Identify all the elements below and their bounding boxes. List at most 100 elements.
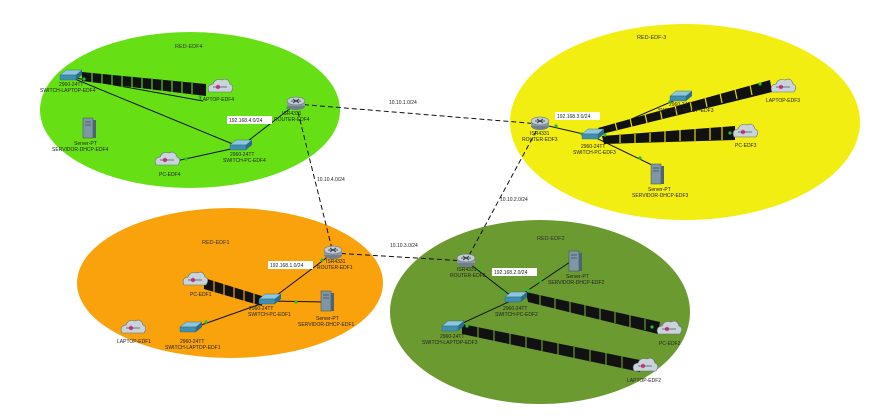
server-model: Server-PT xyxy=(74,141,97,147)
network-area-edf3[interactable] xyxy=(510,24,860,220)
switch-icon xyxy=(229,139,253,151)
cloud-icon xyxy=(154,151,181,166)
wan-link-edf4-edf3[interactable] xyxy=(295,103,541,125)
cloud-laptop-edf4[interactable]: LAPTOP-EDF4 xyxy=(200,78,234,103)
wan-label-edf3-edf2: 10.10.2.0/24 xyxy=(500,197,528,203)
router-edf3[interactable]: ISR4331 ROUTER-EDF3 xyxy=(522,116,558,143)
router-model: ISR4331 xyxy=(282,111,302,117)
router-model: ISR4331 xyxy=(326,259,346,265)
network-label-edf3: RED-EDF-3 xyxy=(637,35,666,41)
cloud-icon xyxy=(632,357,659,372)
network-area-edf4[interactable] xyxy=(40,32,340,188)
cloud-laptop-edf1[interactable]: LAPTOP-EDF1 xyxy=(117,319,151,345)
switch-pc-edf2[interactable]: 2960-24TT SWITCH-PC-EDF2 xyxy=(495,291,538,318)
cloud-name: LAPTOP-EDF4 xyxy=(200,97,234,103)
switch-name: SWITCH-PC-EDF3 xyxy=(573,150,616,156)
cloud-pc-edf3[interactable]: PC-EDF3 xyxy=(732,123,759,149)
cloud-icon xyxy=(656,320,683,335)
switch-name: SWITCH-PC-EDF4 xyxy=(223,158,266,164)
server-edf3[interactable]: Server-PT SERVIDOR-DHCP-EDF3 xyxy=(632,163,689,199)
lan-subnet-label-edf3: 192.168.3.0/24 xyxy=(555,112,600,120)
wan-label-edf1-edf2: 10.10.3.0/24 xyxy=(390,243,418,249)
server-name: SERVIDOR-DHCP-EDF1 xyxy=(298,322,355,328)
router-icon xyxy=(456,253,476,267)
router-name: ROUTER-EDF2 xyxy=(450,273,486,279)
wan-link-edf4-edf1[interactable] xyxy=(295,103,334,254)
switch-model: 2960-24TT xyxy=(503,306,527,312)
router-icon xyxy=(323,245,343,259)
router-edf2[interactable]: ISR4331 ROUTER-EDF2 xyxy=(450,253,486,279)
cloud-name: LAPTOP-EDF2 xyxy=(627,378,661,384)
switch-pc-edf3[interactable]: 2960-24TT SWITCH-PC-EDF3 xyxy=(573,128,616,156)
switch-icon xyxy=(59,69,83,81)
switch-name: SWITCH-PC-EDF2 xyxy=(495,312,538,318)
server-edf2[interactable]: Server-PT SERVIDOR-DHCP-EDF2 xyxy=(548,250,605,286)
router-model: ISR4331 xyxy=(530,131,550,137)
cloud-name: LAPTOP-EDF1 xyxy=(117,339,151,345)
cloud-icon xyxy=(182,271,209,286)
switch-icon xyxy=(581,128,605,140)
router-edf4[interactable]: ISR4331 ROUTER-EDF4 xyxy=(274,96,310,123)
switch-icon xyxy=(504,291,528,303)
bundle-link-laptop-edf4[interactable] xyxy=(82,72,206,96)
cloud-name: PC-EDF2 xyxy=(659,341,681,347)
server-icon xyxy=(82,117,96,139)
cloud-name: PC-EDF4 xyxy=(159,172,181,178)
svg-text:192.168.4.0/24: 192.168.4.0/24 xyxy=(229,118,263,124)
router-model: ISR4331 xyxy=(457,267,477,273)
switch-name: SWITCH-LAPTOP-EDF1 xyxy=(165,345,221,351)
router-edf1[interactable]: ISR4331 ROUTER-EDF1 xyxy=(317,245,353,271)
server-model: Server-PT xyxy=(648,187,671,193)
server-icon xyxy=(568,250,582,272)
bundle-link-laptop-edf3[interactable] xyxy=(598,80,772,134)
svg-text:192.168.2.0/24: 192.168.2.0/24 xyxy=(494,270,528,276)
wan-label-edf4-edf1: 10.10.4.0/24 xyxy=(317,177,345,183)
switch-model: 2960-24TT xyxy=(180,339,204,345)
server-model: Server-PT xyxy=(316,316,339,322)
cloud-name: PC-EDF3 xyxy=(735,143,757,149)
router-icon xyxy=(530,116,550,130)
network-area-edf1[interactable] xyxy=(77,208,383,358)
wan-link-edf1-edf2[interactable] xyxy=(332,252,467,262)
switch-laptop-edf3[interactable]: 2960-24TT SWITCH-LAPTOP-EDF3 xyxy=(658,90,714,114)
wan-links xyxy=(295,103,541,262)
switch-laptop-edf2[interactable]: 2960-24TT SWITCH-LAPTOP-EDF2 xyxy=(422,320,478,346)
cloud-pc-edf4[interactable]: PC-EDF4 xyxy=(154,151,181,178)
wan-link-edf3-edf2[interactable] xyxy=(465,123,541,262)
cloud-laptop-edf3[interactable]: LAPTOP-EDF3 xyxy=(766,78,800,104)
network-label-edf4: RED-EDF4 xyxy=(175,44,203,50)
svg-text:192.168.3.0/24: 192.168.3.0/24 xyxy=(557,114,591,120)
server-edf4[interactable]: Server-PT SERVIDOR-DHCP-EDF4 xyxy=(52,117,109,153)
switch-model: 2960-24TT xyxy=(230,152,254,158)
bundle-link-pc-edf1[interactable] xyxy=(204,278,262,306)
switch-name: SWITCH-LAPTOP-EDF3 xyxy=(658,108,714,114)
server-name: SERVIDOR-DHCP-EDF4 xyxy=(52,147,109,153)
switch-name: SWITCH-LAPTOP-EDF2 xyxy=(422,340,478,346)
switch-icon xyxy=(441,320,465,332)
switch-laptop-edf1[interactable]: 2960-24TT SWITCH-LAPTOP-EDF1 xyxy=(165,321,221,351)
server-icon xyxy=(650,163,664,185)
switch-pc-edf4[interactable]: 2960-24TT SWITCH-PC-EDF4 xyxy=(223,139,266,164)
wan-label-edf4-edf3: 10.10.1.0/24 xyxy=(389,100,417,106)
network-area-edf2[interactable] xyxy=(390,220,690,404)
cloud-laptop-edf2[interactable]: LAPTOP-EDF2 xyxy=(627,357,661,384)
cloud-pc-edf1[interactable]: PC-EDF1 xyxy=(182,271,212,298)
lan-subnet-label-edf4: 192.168.4.0/24 xyxy=(227,116,272,124)
svg-text:192.168.1.0/24: 192.168.1.0/24 xyxy=(270,263,304,269)
server-icon xyxy=(320,290,334,312)
switch-model: 2960-24TT xyxy=(440,334,464,340)
cloud-icon xyxy=(207,78,234,93)
switch-model: 2960-24TT xyxy=(249,306,273,312)
cloud-icon xyxy=(732,123,759,138)
bundle-link-pc-edf2[interactable] xyxy=(526,292,660,334)
router-name: ROUTER-EDF3 xyxy=(522,137,558,143)
server-edf1[interactable]: Server-PT SERVIDOR-DHCP-EDF1 xyxy=(298,290,355,328)
switch-model: 2960-24TT xyxy=(59,82,83,88)
bundle-link-laptop-edf2[interactable] xyxy=(462,324,640,372)
cloud-icon xyxy=(770,78,797,93)
switch-pc-edf1[interactable]: 2960-24TT SWITCH-PC-EDF1 xyxy=(248,293,291,318)
lan-subnet-label-edf1: 192.168.1.0/24 xyxy=(268,261,313,269)
cloud-pc-edf2[interactable]: PC-EDF2 xyxy=(656,320,683,347)
switch-laptop-edf4[interactable]: 2960-24TT SWITCH-LAPTOP-EDF4 xyxy=(40,69,96,94)
